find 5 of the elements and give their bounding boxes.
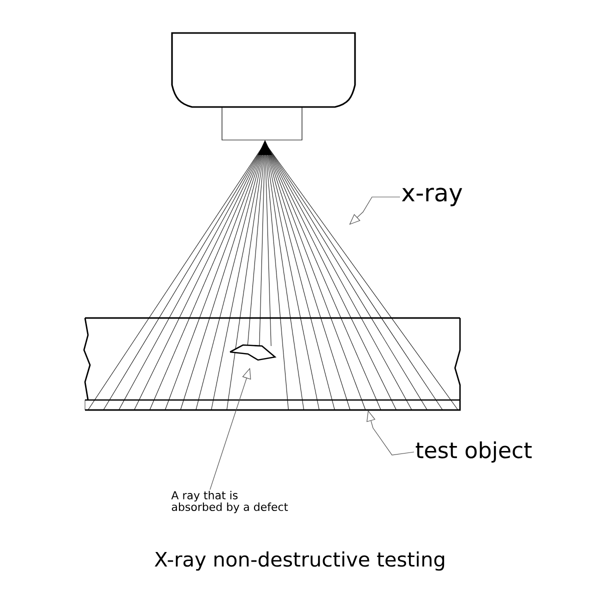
caption-text: X-ray non-destructive testing bbox=[154, 551, 444, 571]
label-text: test object bbox=[416, 441, 532, 463]
label-text: A ray that is absorbed by a defect bbox=[171, 490, 288, 514]
label-text: x-ray bbox=[402, 188, 462, 206]
defect-drawing bbox=[228, 344, 276, 361]
